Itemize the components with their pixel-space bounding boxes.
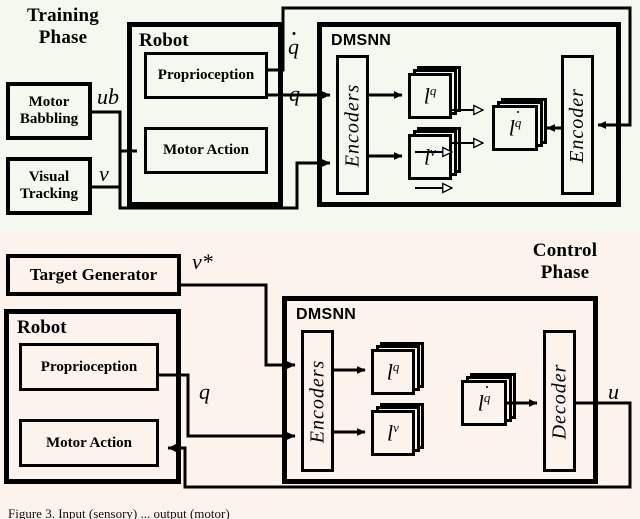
qdot-dot-icon: [292, 32, 295, 36]
signal-ub-sub: b: [108, 84, 119, 109]
signal-vstar-sup: *: [201, 249, 213, 274]
wire-q-control: [159, 373, 296, 440]
control-layer-lv-stack[interactable]: lv: [371, 403, 424, 456]
control-dmsnn-title: DMSNN: [296, 306, 357, 323]
training-phase-title-line2: Phase: [38, 27, 88, 48]
signal-label-ub: ub: [97, 86, 119, 108]
signal-label-vstar: v*: [192, 251, 213, 273]
wire-vstar: [181, 283, 296, 369]
figure-caption: Figure 3. Input (sensory) ... output (mo…: [8, 506, 230, 519]
visual-tracking-line1: Visual: [28, 169, 70, 185]
visual-tracking-box[interactable]: Visual Tracking: [6, 157, 92, 215]
control-dmsnn-box[interactable]: DMSNN: [282, 296, 598, 484]
target-generator-label: Target Generator: [29, 265, 158, 284]
signal-qdot-symbol: q: [288, 32, 299, 59]
control-lqdot-dot-icon: [486, 385, 489, 388]
signal-ub-base: u: [97, 84, 108, 109]
visual-tracking-line2: Tracking: [19, 186, 79, 202]
training-phase-title-line1: Training: [27, 5, 99, 26]
training-layer-lq-stack[interactable]: lq: [408, 66, 461, 119]
training-motor-action-box[interactable]: Motor Action: [144, 127, 268, 174]
control-wires: [159, 283, 632, 489]
training-phase-panel: Training Phase Motor Babbling Visual Tra…: [0, 0, 640, 233]
training-motor-action-label: Motor Action: [163, 142, 249, 158]
wire-qdot-feedback: [268, 6, 632, 129]
control-proprioception-box[interactable]: Proprioception: [19, 343, 159, 391]
control-layer-lq-stack[interactable]: lq: [371, 342, 424, 395]
training-wires: [92, 6, 632, 210]
training-phase-title: Training Phase: [8, 6, 118, 47]
training-proprioception-label: Proprioception: [157, 67, 255, 83]
control-layer-lq-label: lq: [386, 358, 400, 385]
training-encoder-box[interactable]: Encoder: [561, 55, 594, 195]
signal-v-base: v: [99, 161, 109, 186]
control-robot-box[interactable]: Robot: [4, 309, 181, 484]
control-phase-panel: Control Phase Target Generator v* Robot …: [0, 233, 640, 519]
signal-label-q-control: q: [199, 381, 210, 403]
control-phase-title-line1: Control: [532, 240, 598, 261]
control-decoder-box[interactable]: Decoder: [543, 330, 576, 472]
control-phase-title: Control Phase: [505, 241, 625, 282]
signal-label-qdot: q: [288, 32, 299, 59]
training-robot-box[interactable]: Robot: [127, 22, 283, 207]
control-proprioception-label: Proprioception: [40, 358, 138, 375]
control-layer-lq-card-front: lq: [371, 349, 415, 395]
wire-v-to-encoders: [92, 159, 331, 210]
training-wires-thin: [452, 110, 483, 143]
control-encoders-box[interactable]: Encoders: [301, 330, 334, 472]
motor-babbling-line2: Babbling: [19, 111, 79, 127]
signal-label-u: u: [608, 381, 619, 403]
control-motor-action-box[interactable]: Motor Action: [19, 419, 159, 467]
motor-babbling-line1: Motor: [28, 94, 70, 110]
wire-v-to-robot: [92, 151, 122, 189]
target-generator-box[interactable]: Target Generator: [6, 254, 181, 296]
wire-u-feedback: [167, 401, 632, 489]
training-layer-lq-card-front: lq: [408, 73, 452, 119]
lqdot-dot-icon: [517, 110, 520, 113]
control-phase-title-line2: Phase: [540, 262, 590, 283]
wire-ub: [92, 110, 137, 153]
control-layer-lv-card-front: lv: [371, 410, 415, 456]
training-proprioception-box[interactable]: Proprioception: [144, 52, 268, 99]
training-dmsnn-title: DMSNN: [331, 32, 392, 49]
signal-vstar-base: v: [192, 249, 202, 274]
control-phase-content: Control Phase Target Generator v* Robot …: [0, 233, 640, 519]
motor-babbling-box[interactable]: Motor Babbling: [6, 82, 92, 140]
control-layer-lv-label: lv: [387, 419, 399, 446]
signal-label-v: v: [99, 163, 109, 185]
control-robot-title: Robot: [17, 317, 67, 338]
signal-u-symbol: u: [608, 379, 619, 404]
motor-babbling-label: Motor Babbling: [10, 86, 88, 136]
training-dmsnn-box[interactable]: DMSNN: [317, 22, 621, 207]
control-wires-thin: [415, 152, 452, 188]
training-layer-lq-label: lq: [423, 82, 437, 109]
control-motor-action-label: Motor Action: [46, 434, 132, 451]
signal-q-control-symbol: q: [199, 379, 210, 404]
training-encoders-box[interactable]: Encoders: [336, 55, 369, 195]
visual-tracking-label: Visual Tracking: [10, 161, 88, 211]
training-robot-title: Robot: [139, 30, 189, 51]
